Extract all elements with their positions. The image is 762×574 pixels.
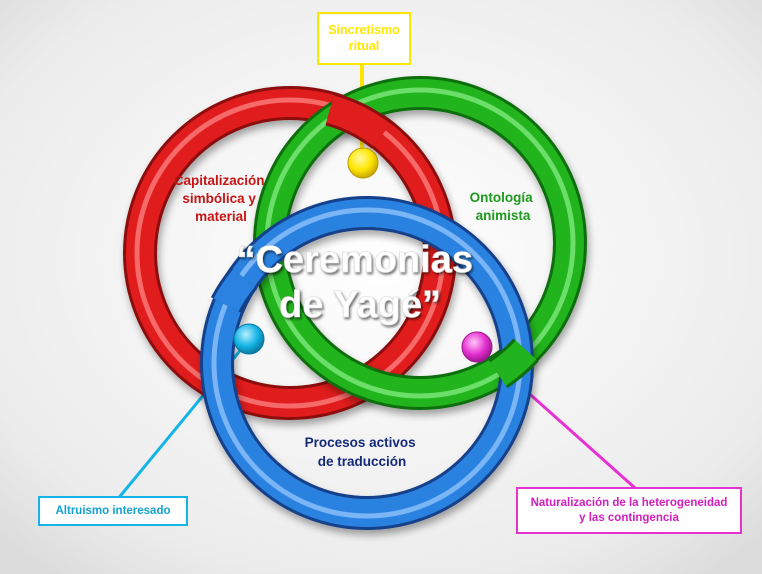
red-ring-label: Capitalización simbólica y material — [174, 173, 269, 224]
blue-over-red-crossing — [210, 267, 258, 314]
green-over-blue-crossing — [488, 338, 539, 389]
yellow-callout-line-2: ritual — [348, 38, 380, 53]
red-over-green-crossing — [325, 92, 393, 149]
green-ring-label: Ontología animista — [470, 190, 537, 223]
cyan-dot — [233, 323, 265, 355]
magenta-callout-line-2: y las contingencia — [579, 511, 679, 524]
magenta-callout-box: Naturalización de la heterogeneidad y la… — [516, 487, 742, 534]
magenta-callout-line-1: Naturalización de la heterogeneidad — [530, 497, 728, 510]
magenta-dot — [461, 331, 493, 363]
cyan-callout-box: Altruismo interesado — [38, 496, 188, 526]
cyan-callout-line-1: Altruismo interesado — [55, 504, 171, 517]
red-ring — [123, 86, 457, 420]
yellow-dot — [347, 147, 379, 179]
blue-ring-label: Procesos activos de traducción — [305, 435, 420, 469]
yellow-callout-box: Sincretismo ritual — [317, 12, 411, 65]
yellow-callout-line-1: Sincretismo — [328, 22, 400, 37]
center-title: “Ceremonias de Yagé” — [236, 239, 483, 326]
